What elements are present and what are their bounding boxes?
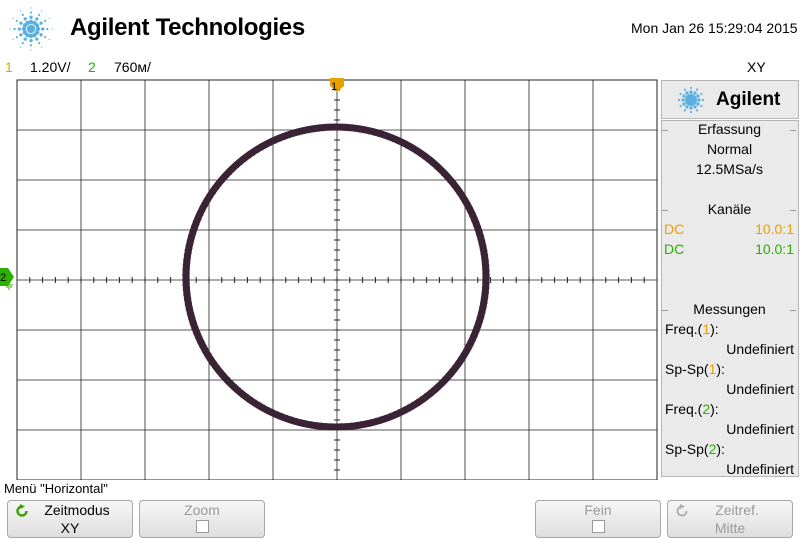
acquisition-mode: Normal bbox=[706, 141, 753, 157]
ch1-coupling: DC bbox=[664, 221, 685, 237]
measurement-value: Undefiniert bbox=[726, 341, 794, 357]
agilent-spark-icon bbox=[678, 87, 704, 113]
brand-title: Agilent Technologies bbox=[70, 14, 305, 41]
checkbox-icon bbox=[591, 520, 605, 533]
ch1-probe: 10.0:1 bbox=[755, 221, 794, 237]
rotate-arrow-icon bbox=[16, 504, 28, 517]
measurement-value: Undefiniert bbox=[726, 461, 794, 477]
svg-text:1: 1 bbox=[331, 81, 337, 93]
checkbox-icon bbox=[195, 520, 209, 533]
info-panel: Agilent Erfassung Normal 12.5MSa/s Kanäl… bbox=[659, 78, 800, 480]
measurement-label: Freq.(2): bbox=[665, 401, 719, 417]
ch2-number: 2 bbox=[88, 59, 96, 75]
ch1-scale[interactable]: 1.20V/ bbox=[30, 59, 71, 75]
svg-text:2: 2 bbox=[0, 272, 6, 284]
sample-rate: 12.5MSa/s bbox=[696, 161, 763, 177]
status-bar: 1 1.20V/ 2 760ᴍ/ XY bbox=[0, 58, 800, 78]
rotate-arrow-icon bbox=[676, 504, 688, 517]
channels-title: Kanäle bbox=[707, 201, 752, 217]
measurement-label: Freq.(1): bbox=[665, 321, 719, 337]
xy-trace-circle bbox=[182, 123, 490, 431]
datetime: Mon Jan 26 15:29:04 2015 bbox=[631, 20, 798, 36]
waveform-display[interactable]: 1 2 bbox=[0, 78, 660, 480]
menu-title: Menü "Horizontal" bbox=[4, 481, 108, 496]
measurement-label: Sp-Sp(2): bbox=[665, 441, 725, 457]
softkey-timebase-mode[interactable]: Zeitmodus XY bbox=[7, 500, 133, 538]
softkey-zoom[interactable]: Zoom bbox=[139, 500, 265, 538]
agilent-spark-logo bbox=[9, 7, 53, 51]
ch2-ground-marker: 2 bbox=[0, 268, 14, 290]
panel-body bbox=[661, 120, 799, 477]
measurement-value: Undefiniert bbox=[726, 421, 794, 437]
panel-logo: Agilent bbox=[661, 80, 799, 119]
trigger-marker: 1 bbox=[330, 78, 344, 93]
ch2-probe: 10.0:1 bbox=[755, 241, 794, 257]
acquisition-title: Erfassung bbox=[697, 121, 762, 137]
ch1-number: 1 bbox=[5, 59, 13, 75]
ch2-scale[interactable]: 760ᴍ/ bbox=[114, 59, 151, 75]
softkey-time-reference[interactable]: Zeitref. Mitte bbox=[667, 500, 793, 538]
measurement-value: Undefiniert bbox=[726, 381, 794, 397]
softkey-fine[interactable]: Fein bbox=[535, 500, 661, 538]
measurement-label: Sp-Sp(1): bbox=[665, 361, 725, 377]
ch2-coupling: DC bbox=[664, 241, 685, 257]
graticule-grid bbox=[16, 79, 658, 480]
measurements-title: Messungen bbox=[693, 301, 766, 317]
timebase-mode[interactable]: XY bbox=[747, 59, 766, 75]
